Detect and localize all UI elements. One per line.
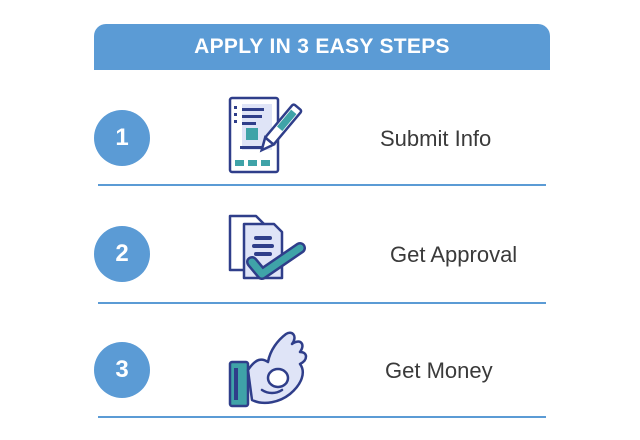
step-label: Get Money	[385, 358, 493, 383]
header-title: APPLY IN 3 EASY STEPS	[194, 35, 450, 58]
hand-ok-card-icon	[228, 331, 308, 408]
step-2: 2 Get Approval	[94, 198, 550, 314]
step-label: Get Approval	[390, 242, 518, 267]
step-divider	[98, 302, 546, 304]
step-number-badge: 1	[94, 110, 150, 166]
document-checkmark-icon	[228, 214, 306, 280]
step-number-badge: 2	[94, 226, 150, 282]
step-divider	[98, 416, 546, 418]
steps-header: APPLY IN 3 EASY STEPS	[94, 24, 550, 70]
step-1: 1 Submit Info	[94, 82, 550, 198]
step-divider	[98, 184, 546, 186]
step-3: 3 Get Money	[94, 314, 550, 430]
form-pen-icon	[228, 96, 303, 174]
step-number-badge: 3	[94, 342, 150, 398]
step-label: Submit Info	[380, 126, 492, 151]
